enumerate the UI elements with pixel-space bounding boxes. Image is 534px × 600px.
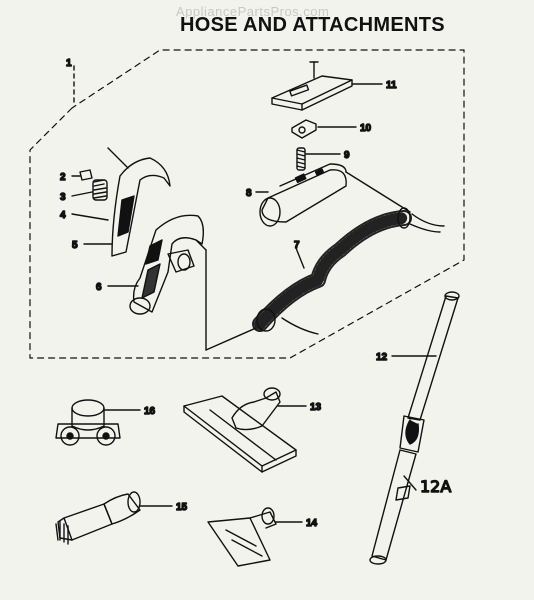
callout-9: 9: [344, 150, 350, 161]
assembly-boundary: [29, 49, 465, 359]
part-10-clip: [291, 119, 317, 139]
callout-11: 11: [386, 80, 397, 91]
part-6-handle-body: [129, 214, 205, 315]
handwritten-12a: 12A: [420, 477, 451, 496]
part-9-spring: [296, 147, 306, 171]
part-3-spring: [92, 179, 108, 201]
callout-16: 16: [144, 406, 156, 417]
callout-4: 4: [60, 210, 66, 221]
callout-14: 14: [306, 518, 318, 529]
callout-1: 1: [66, 58, 72, 69]
callout-5: 5: [72, 240, 78, 251]
part-15-dusting-brush: [55, 491, 141, 545]
part-12-wand: [369, 291, 460, 565]
callout-7: 7: [294, 240, 300, 251]
part-11-plate: [271, 61, 353, 111]
callout-6: 6: [96, 282, 102, 293]
guide-7b: [205, 327, 257, 351]
leader-7: [295, 247, 305, 269]
part-2-button: [79, 169, 93, 181]
callout-3: 3: [60, 192, 66, 203]
callout-2: 2: [60, 172, 66, 183]
part-5-handle-shell: [111, 157, 171, 257]
watermark: AppliancePartsPros.com: [176, 4, 330, 19]
part-8-hose-cuff: [259, 163, 347, 227]
callout-15: 15: [176, 502, 188, 513]
callout-8: 8: [246, 188, 252, 199]
guide-6: [195, 239, 207, 251]
part-14-upholstery-tool: [207, 507, 277, 567]
guide-8-7: [345, 171, 411, 213]
page-title: HOSE AND ATTACHMENTS: [180, 14, 445, 36]
leader-4: [71, 213, 109, 221]
callout-12: 12: [376, 352, 388, 363]
part-13-floor-tool: [183, 387, 297, 473]
screw-shaft: [107, 147, 129, 169]
part-7-hose: [252, 207, 445, 335]
part-16-tool-holder: [55, 399, 121, 446]
callout-10: 10: [360, 123, 372, 134]
callout-13: 13: [310, 402, 322, 413]
leader-3: [71, 191, 93, 197]
